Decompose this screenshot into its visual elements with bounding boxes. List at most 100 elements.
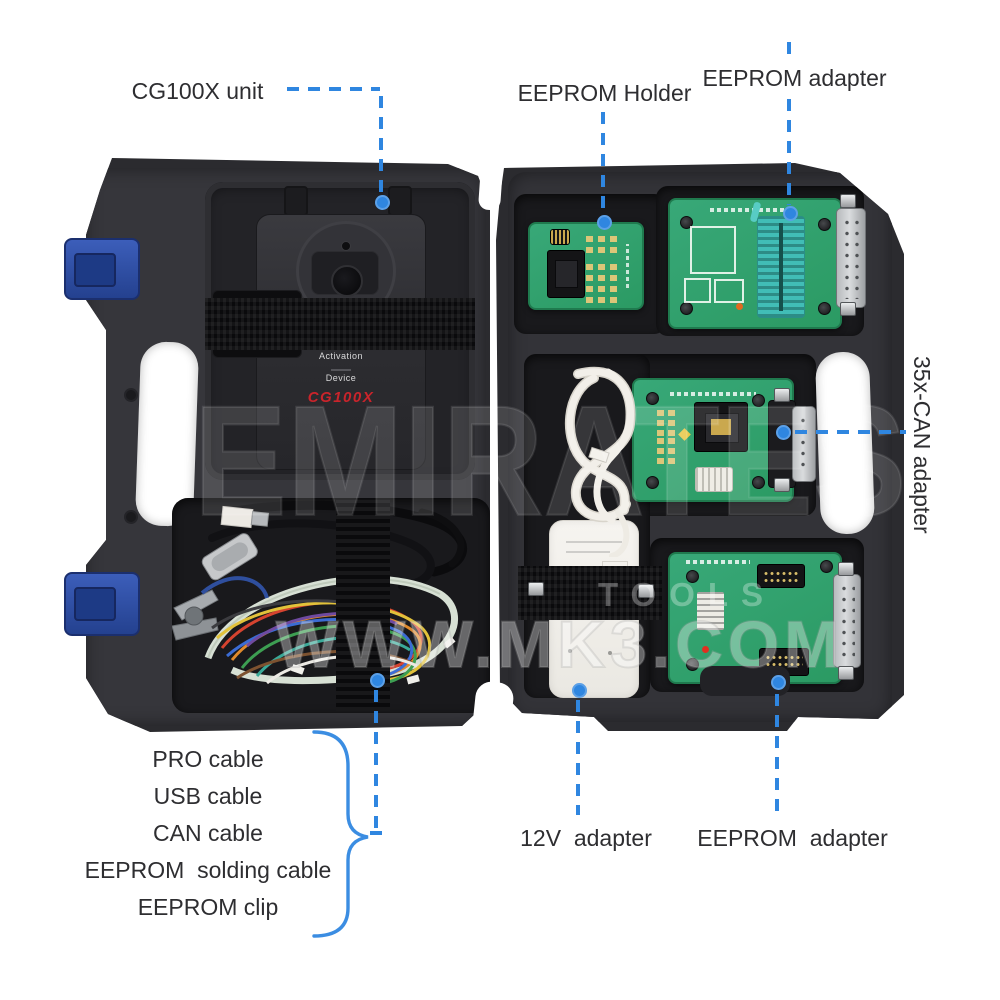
- db15-pins: [798, 415, 810, 473]
- red-led: [702, 646, 709, 653]
- white-connector: [695, 467, 733, 492]
- connector-post: [774, 388, 790, 402]
- eeprom-adapter-board-top: [668, 194, 866, 329]
- pcb-screw: [680, 302, 693, 315]
- pcb-screw: [752, 476, 765, 489]
- label-can-adapter: 35x-CAN adapter: [909, 356, 935, 534]
- label-usb-cable: USB cable: [153, 783, 263, 809]
- cable-list-brace: [312, 730, 369, 938]
- leader-can-adapter: [795, 430, 906, 434]
- callout-dot-cables: [370, 673, 385, 688]
- callout-dot-eeprom-adapter-top: [783, 206, 798, 221]
- case-latch-top: [64, 238, 140, 300]
- pcb-screw: [686, 570, 699, 583]
- silkscreen-square: [714, 279, 744, 303]
- pcb-screw: [818, 302, 831, 315]
- tray-vent: [284, 186, 308, 216]
- label-eeprom-clip: EEPROM clip: [137, 894, 279, 920]
- strap-screw: [638, 584, 654, 598]
- device-label-device: Device: [325, 373, 357, 383]
- solder-pads: [657, 438, 664, 444]
- device-brand-logo: CG100X: [307, 389, 375, 406]
- device-connector-hole: [331, 265, 363, 297]
- label-eeprom-adapter-bottom: EEPROM adapter: [697, 825, 888, 851]
- pcb-screw: [752, 394, 765, 407]
- db25-pins: [842, 217, 860, 299]
- db15-cable-connector: [201, 533, 258, 581]
- idc-header-top: [757, 564, 805, 588]
- device-label-divider: [331, 369, 351, 371]
- case-screw: [124, 388, 138, 402]
- device-label-activation: Activation: [318, 351, 364, 361]
- solder-pads: [586, 286, 593, 292]
- velcro-strap-vertical: [336, 500, 390, 711]
- case-latch-clip: [74, 587, 116, 621]
- eeprom-adapter-board-bottom: [668, 552, 861, 684]
- strap-screw: [528, 582, 544, 596]
- label-can-cable: CAN cable: [153, 820, 263, 846]
- gold-marker: [678, 428, 691, 441]
- silkscreen-square: [690, 226, 736, 274]
- db15-connector: [792, 406, 816, 482]
- callout-dot-eeprom-holder: [597, 215, 612, 230]
- silkscreen-title: [670, 392, 756, 396]
- cable-compartment: [171, 498, 490, 713]
- connector-post: [838, 562, 854, 576]
- tray-vent: [388, 186, 412, 216]
- eeprom-holder-board: [528, 222, 644, 310]
- adapter-dot: [568, 649, 572, 653]
- idc-pins: [763, 570, 799, 582]
- leader-eeprom-holder: [601, 112, 605, 214]
- pcb-screw: [818, 218, 831, 231]
- pcb-screw: [646, 476, 659, 489]
- solder-pads: [586, 236, 593, 242]
- leader-cables-h: [370, 831, 386, 835]
- label-eeprom-adapter-top: EEPROM adapter: [702, 65, 887, 91]
- chip: [711, 419, 731, 435]
- zif-slot: [778, 223, 783, 311]
- cables-illustration: [171, 500, 467, 700]
- usb-a-connector: [220, 505, 270, 529]
- pcb-screw: [646, 392, 659, 405]
- hinge-gap-bottom: [471, 680, 515, 742]
- qfp-socket-cavity: [555, 260, 578, 288]
- pcb-screw: [686, 658, 699, 671]
- orange-led: [736, 303, 743, 310]
- barcode-sticker: [697, 592, 724, 630]
- silkscreen-square: [684, 278, 711, 303]
- leader-eeprom-adapter-top-a: [787, 42, 791, 60]
- usb-cable: [564, 366, 636, 557]
- connector-post: [774, 478, 790, 492]
- can-adapter-board: [632, 378, 816, 502]
- silkscreen-title: [710, 208, 790, 212]
- case-latch-bottom: [64, 572, 140, 636]
- silkscreen-title: [686, 560, 750, 564]
- adapter-label-line: [566, 541, 622, 543]
- dip-chip: [550, 229, 570, 245]
- leader-12v: [576, 700, 580, 815]
- silkscreen-text: [626, 244, 629, 288]
- pcb-screw: [820, 560, 833, 573]
- label-12v-adapter: 12V adapter: [520, 825, 652, 851]
- callout-dot-12v: [572, 683, 587, 698]
- adapter-label-line: [566, 551, 610, 553]
- device-screw: [341, 241, 351, 251]
- case-handle-cutout-right: [814, 351, 876, 535]
- eeprom-clip: [171, 589, 219, 641]
- leader-cables-v: [374, 690, 378, 832]
- leader-cg100x-v: [379, 96, 383, 194]
- db25-connector: [833, 574, 861, 668]
- leader-cg100x-h: [287, 87, 380, 91]
- case-screw: [124, 510, 138, 524]
- qfp-socket: [547, 250, 585, 298]
- leader-eeprom-adapter-top-b: [787, 99, 791, 205]
- label-eeprom-solding-cable: EEPROM solding cable: [84, 857, 332, 883]
- solder-pads: [586, 264, 593, 270]
- label-pro-cable: PRO cable: [152, 746, 264, 772]
- leader-eeprom-adapter-bottom: [775, 694, 779, 814]
- pcb-screw: [680, 216, 693, 229]
- callout-dot-cg100x: [375, 195, 390, 210]
- cable-list: PRO cable USB cable CAN cable EEPROM sol…: [58, 744, 358, 929]
- device-tray: Activation Device CG100X: [205, 182, 475, 480]
